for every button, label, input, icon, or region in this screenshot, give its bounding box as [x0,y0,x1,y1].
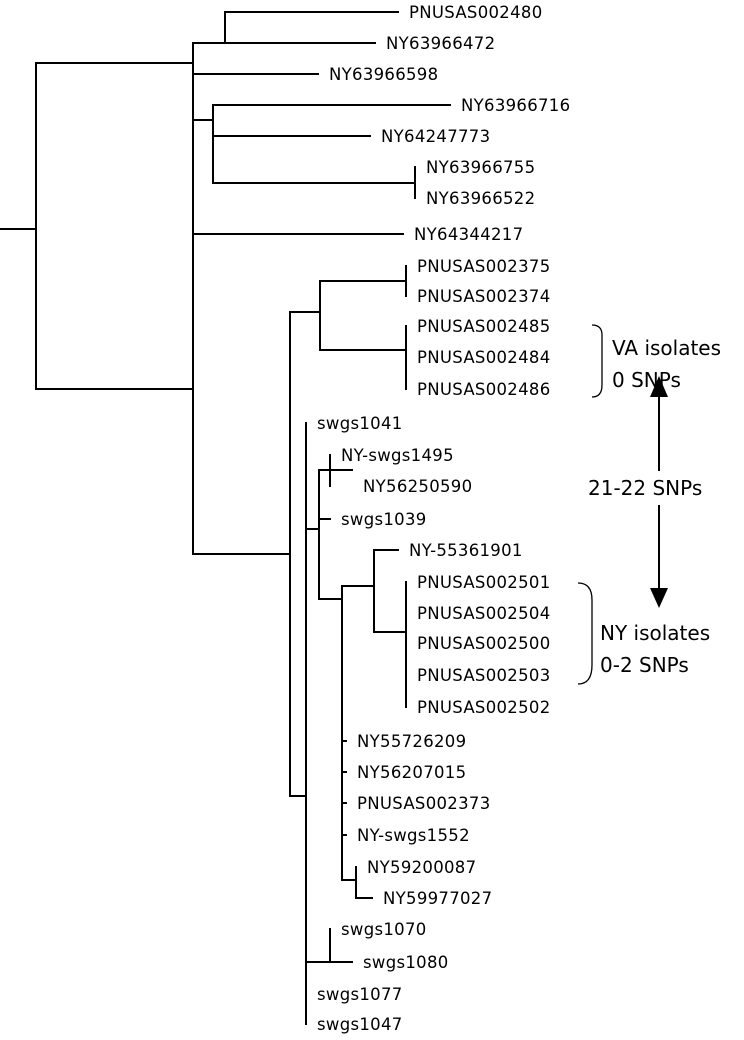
taxon-label: NY-swgs1495 [341,446,454,465]
taxon-label: PNUSAS002501 [417,573,551,592]
arrow-up-head [650,376,668,397]
ny-group-bracket [577,582,593,685]
taxon-label: NY59977027 [383,889,492,908]
va-group-annotation: VA isolates 0 SNPs [591,324,721,398]
snp-distance-label: 21-22 SNPs [588,476,702,500]
ny-group-annotation: NY isolates 0-2 SNPs [577,582,710,685]
taxon-label: PNUSAS002502 [417,698,551,717]
taxon-label: PNUSAS002374 [417,287,551,306]
va-group-title: VA isolates [612,336,721,360]
taxon-label: PNUSAS002373 [357,794,491,813]
taxon-label: swgs1070 [341,920,427,939]
tree-branches [0,11,451,1025]
taxon-label: NY63966716 [461,96,570,115]
taxon-label: NY55726209 [357,732,466,751]
taxon-label: swgs1047 [317,1015,403,1034]
taxon-label: NY63966472 [386,34,495,53]
taxon-label: NY63966755 [426,158,535,177]
va-group-snps: 0 SNPs [612,368,681,392]
taxon-label: PNUSAS002480 [409,3,543,22]
taxon-label: NY64247773 [381,127,490,146]
taxon-label: NY64344217 [414,225,523,244]
taxon-label: PNUSAS002500 [417,634,551,653]
ny-group-title: NY isolates [600,621,710,645]
taxon-label: PNUSAS002485 [417,317,551,336]
taxon-label: NY56250590 [363,477,472,496]
taxon-label: swgs1041 [317,414,403,433]
taxon-label: NY63966598 [329,65,438,84]
taxon-label: NY59200087 [367,858,476,877]
ny-group-snps: 0-2 SNPs [600,653,689,677]
taxon-label: PNUSAS002486 [417,380,551,399]
taxon-labels: PNUSAS002480NY63966472NY63966598NY639667… [317,3,570,1034]
taxon-label: PNUSAS002484 [417,348,551,367]
snp-distance-arrow: 21-22 SNPs [588,376,702,608]
taxon-label: NY-swgs1552 [357,826,470,845]
taxon-label: PNUSAS002375 [417,257,551,276]
taxon-label: PNUSAS002504 [417,604,551,623]
taxon-label: PNUSAS002503 [417,666,551,685]
arrow-down-head [650,588,668,608]
taxon-label: swgs1039 [341,510,427,529]
va-group-bracket [591,324,603,398]
taxon-label: NY63966522 [426,189,535,208]
taxon-label: swgs1080 [363,953,449,972]
taxon-label: NY-55361901 [409,541,523,560]
taxon-label: NY56207015 [357,763,466,782]
taxon-label: swgs1077 [317,985,403,1004]
